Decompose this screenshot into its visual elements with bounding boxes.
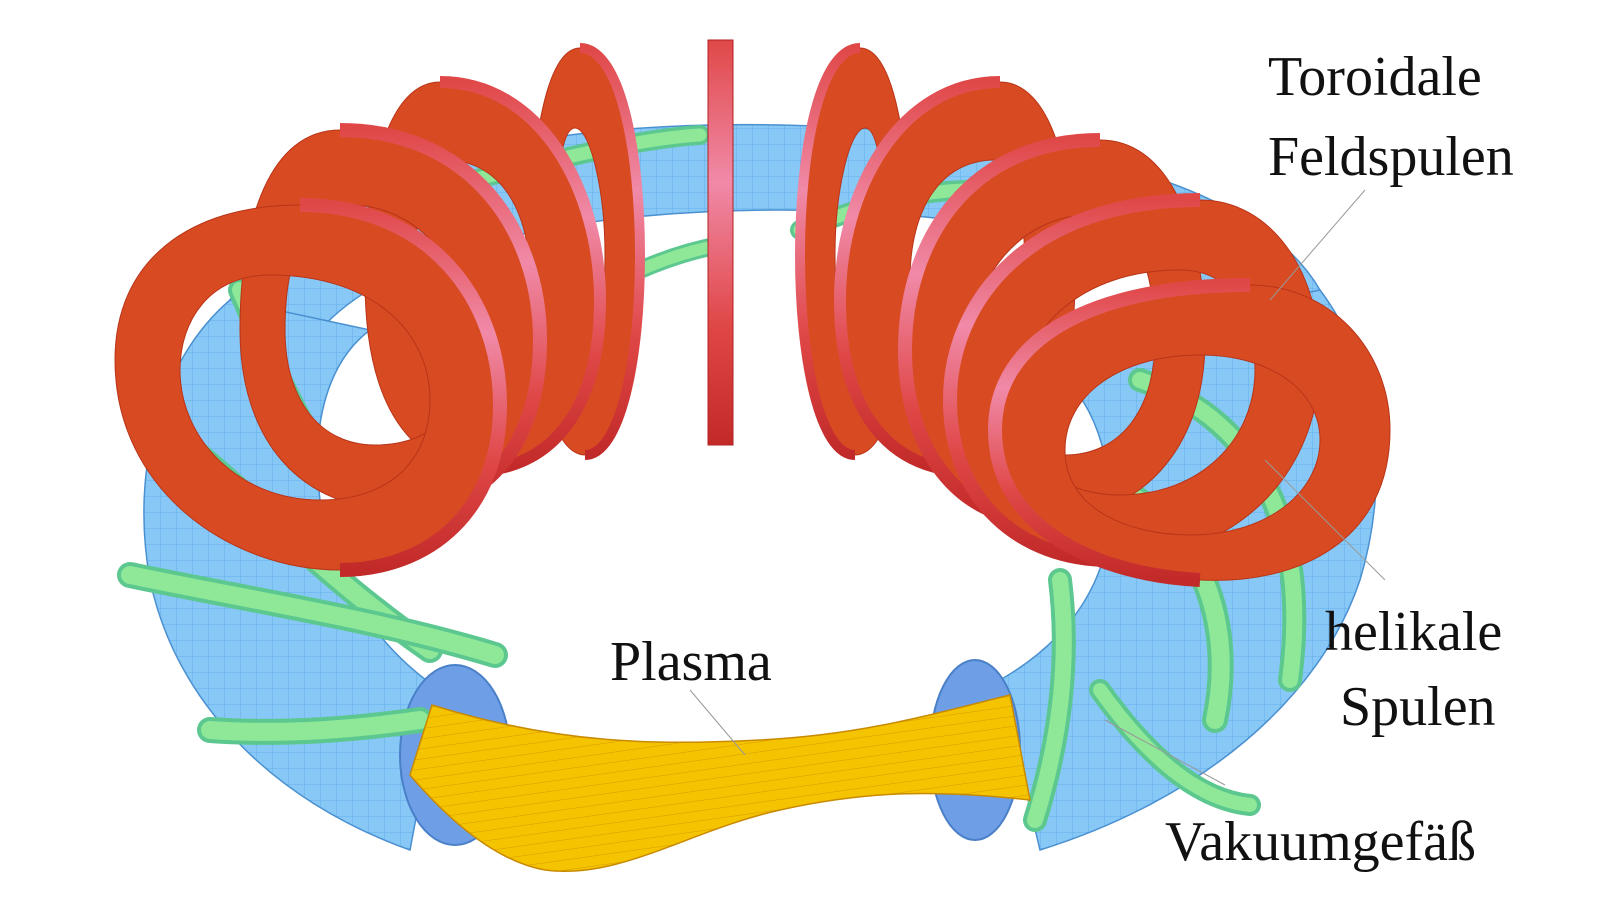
toroidal-coil-center — [707, 39, 734, 446]
helical-coil-strip — [1093, 683, 1257, 812]
helical-coil-strip — [121, 566, 504, 664]
toroidal-coil — [114, 198, 508, 577]
leader-plasma — [689, 689, 746, 756]
label-toroidal-line1: Toroidale — [1268, 46, 1482, 108]
leader-vessel — [1104, 719, 1226, 786]
helical-coil-strip — [201, 711, 429, 741]
leader-lines — [689, 189, 1386, 786]
leader-toroidal — [1269, 189, 1366, 301]
plasma-tube — [409, 694, 1031, 872]
label-vessel: Vakuumgefäß — [1165, 811, 1476, 873]
leader-helical — [1264, 459, 1386, 581]
toroidal-field-coils — [114, 39, 1391, 587]
label-helical-line2: Spulen — [1340, 676, 1496, 738]
label-toroidal-line2: Feldspulen — [1268, 126, 1514, 188]
label-plasma: Plasma — [610, 631, 772, 693]
helical-coil-strip — [1027, 572, 1072, 828]
label-helical-line1: helikale — [1325, 601, 1502, 663]
toroidal-coil — [987, 278, 1391, 587]
